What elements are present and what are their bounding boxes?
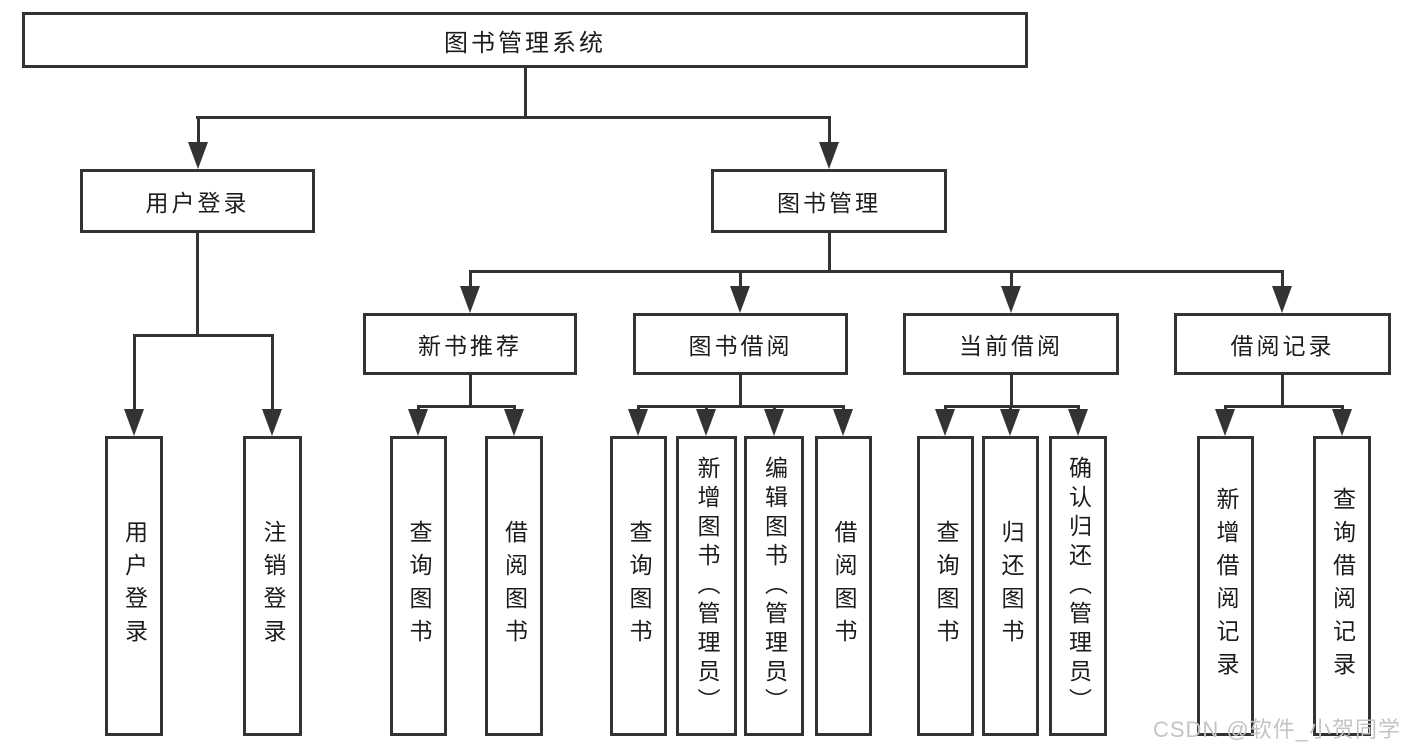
- connector-drop: [637, 405, 640, 411]
- arrowhead-down-icon: [1068, 409, 1088, 436]
- node-book-management: 图书管理: [711, 169, 947, 233]
- connector-drop: [1009, 405, 1012, 411]
- arrowhead-down-icon: [833, 409, 853, 436]
- csdn-watermark: CSDN @软件_小贺同学: [1152, 717, 1401, 742]
- leaf-label: 借阅图书: [831, 520, 857, 652]
- leaf-label: 查询图书: [626, 520, 652, 652]
- connector-bar: [417, 405, 516, 408]
- connector-stem: [1010, 374, 1013, 408]
- node-label: 图书管理系统: [444, 29, 606, 57]
- arrowhead-down-icon: [460, 286, 480, 313]
- node-borrowing-records: 借阅记录: [1174, 313, 1391, 375]
- leaf-label: 查询借阅记录: [1329, 487, 1356, 685]
- leaf-label: 新增图书（管理员）: [694, 455, 720, 717]
- leaf-label: 用户登录: [121, 520, 148, 652]
- connector-stem: [469, 374, 472, 408]
- leaf-query-books-recommend: 查询图书: [390, 436, 447, 736]
- arrowhead-down-icon: [764, 409, 784, 436]
- leaf-edit-books-admin: 编辑图书（管理员）: [744, 436, 804, 736]
- leaf-label: 编辑图书（管理员）: [761, 455, 788, 717]
- leaf-label: 查询图书: [406, 520, 432, 652]
- node-book-borrowing: 图书借阅: [633, 313, 848, 375]
- connector-stem: [739, 374, 742, 408]
- connector-stem: [1281, 374, 1284, 408]
- connector-bar: [133, 334, 274, 337]
- connector-drop: [197, 116, 200, 144]
- connector-stem: [524, 67, 527, 119]
- connector-drop: [417, 405, 420, 411]
- node-label: 新书推荐: [418, 333, 522, 359]
- node-label: 图书管理: [777, 190, 881, 216]
- arrowhead-down-icon: [1272, 286, 1292, 313]
- leaf-label: 新增借阅记录: [1213, 487, 1239, 685]
- leaf-return-books: 归还图书: [982, 436, 1039, 736]
- connector-drop: [944, 405, 947, 411]
- arrowhead-down-icon: [1332, 409, 1352, 436]
- leaf-label: 确认归还（管理员）: [1065, 455, 1092, 717]
- connector-bar: [1224, 405, 1343, 408]
- connector-drop: [773, 405, 776, 411]
- connector-bar: [469, 270, 1284, 273]
- node-library-management-system: 图书管理系统: [22, 12, 1028, 68]
- node-label: 借阅记录: [1230, 333, 1335, 359]
- node-label: 图书借阅: [688, 333, 793, 359]
- leaf-label: 归还图书: [998, 520, 1024, 652]
- node-new-book-recommend: 新书推荐: [363, 313, 577, 375]
- connector-drop: [513, 405, 516, 411]
- connector-drop: [271, 334, 274, 411]
- connector-drop: [1281, 270, 1284, 288]
- connector-drop: [828, 116, 831, 144]
- connector-drop: [1224, 405, 1227, 411]
- leaf-logout: 注销登录: [243, 436, 302, 736]
- leaf-add-books-admin: 新增图书（管理员）: [676, 436, 737, 736]
- leaf-query-borrow-record: 查询借阅记录: [1313, 436, 1371, 736]
- node-current-borrowing: 当前借阅: [903, 313, 1119, 375]
- leaf-label: 查询图书: [933, 520, 959, 652]
- arrowhead-down-icon: [1000, 409, 1020, 436]
- connector-drop: [705, 405, 708, 411]
- arrowhead-down-icon: [696, 409, 716, 436]
- arrowhead-down-icon: [262, 409, 282, 436]
- leaf-query-books-borrowing: 查询图书: [610, 436, 667, 736]
- leaf-user-login: 用户登录: [105, 436, 163, 736]
- leaf-confirm-return-admin: 确认归还（管理员）: [1049, 436, 1107, 736]
- connector-drop: [469, 270, 472, 288]
- node-label: 用户登录: [145, 190, 250, 216]
- leaf-label: 借阅图书: [501, 520, 528, 652]
- arrowhead-down-icon: [819, 142, 839, 169]
- connector-stem: [196, 232, 199, 337]
- arrowhead-down-icon: [504, 409, 524, 436]
- arrowhead-down-icon: [1215, 409, 1235, 436]
- connector-drop: [739, 270, 742, 288]
- leaf-borrow-books-recommend: 借阅图书: [485, 436, 543, 736]
- connector-bar: [637, 405, 845, 408]
- connector-drop: [842, 405, 845, 411]
- leaf-label: 注销登录: [260, 520, 286, 652]
- arrowhead-down-icon: [188, 142, 208, 169]
- leaf-borrow-books-borrowing: 借阅图书: [815, 436, 872, 736]
- connector-drop: [1077, 405, 1080, 411]
- arrowhead-down-icon: [628, 409, 648, 436]
- node-label: 当前借阅: [959, 333, 1063, 359]
- arrowhead-down-icon: [935, 409, 955, 436]
- leaf-add-borrow-record: 新增借阅记录: [1197, 436, 1254, 736]
- connector-stem: [828, 232, 831, 273]
- node-user-login: 用户登录: [80, 169, 315, 233]
- connector-drop: [1341, 405, 1344, 411]
- leaf-query-books-current: 查询图书: [917, 436, 974, 736]
- arrowhead-down-icon: [124, 409, 144, 436]
- connector-drop: [1010, 270, 1013, 288]
- arrowhead-down-icon: [1001, 286, 1021, 313]
- arrowhead-down-icon: [730, 286, 750, 313]
- arrowhead-down-icon: [408, 409, 428, 436]
- connector-bar: [196, 116, 831, 119]
- connector-drop: [133, 334, 136, 411]
